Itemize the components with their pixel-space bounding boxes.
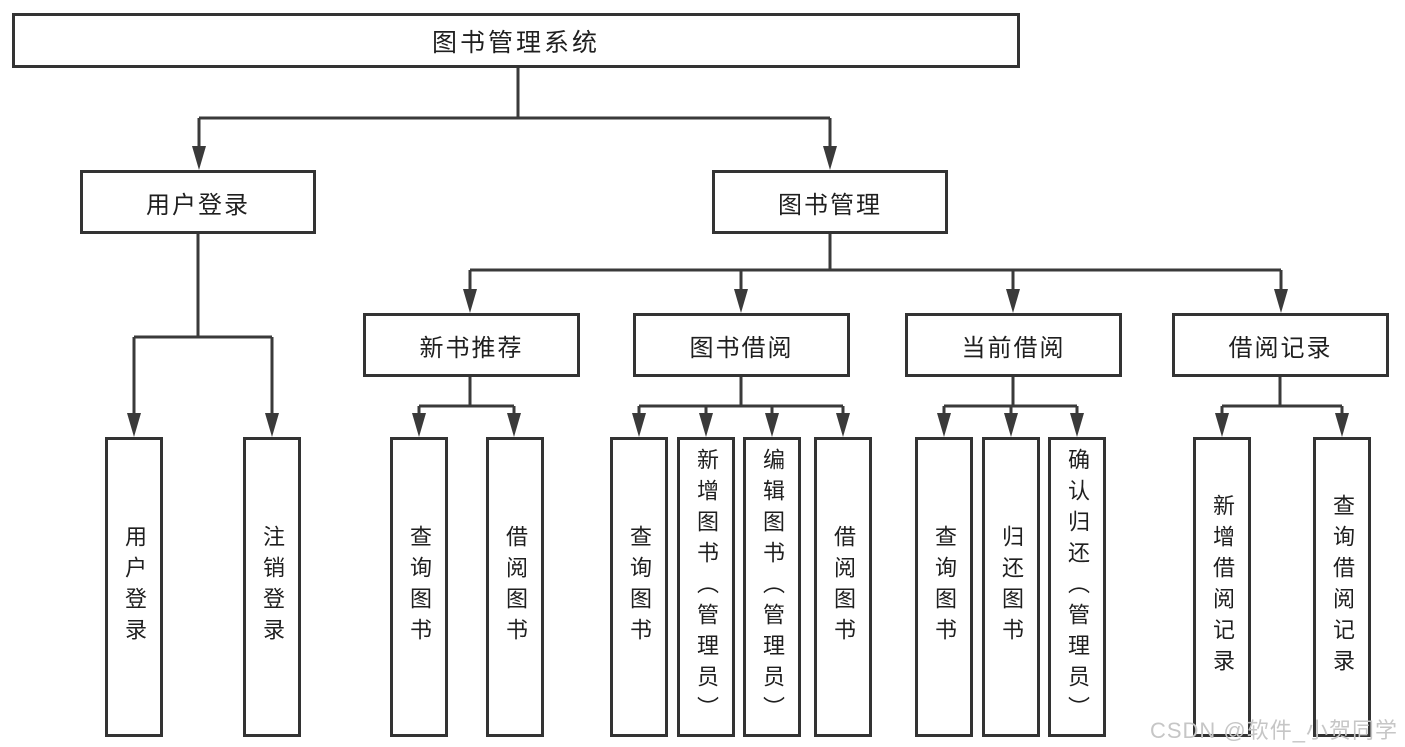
- node-leaf-confirm-return-admin: 确认归还（管理员）: [1048, 437, 1106, 737]
- connector-book-management-to-level2: [463, 234, 1288, 313]
- node-label: 查询借阅记录: [1330, 494, 1355, 680]
- node-label: 用户登录: [122, 525, 147, 649]
- node-book-borrow: 图书借阅: [633, 313, 850, 377]
- node-user-login: 用户登录: [80, 170, 316, 234]
- node-leaf-borrow-books-1: 借阅图书: [486, 437, 544, 737]
- node-leaf-edit-books-admin: 编辑图书（管理员）: [743, 437, 801, 737]
- node-new-book-recommend: 新书推荐: [363, 313, 580, 377]
- connector-root-to-level1: [192, 68, 837, 170]
- node-label: 查询图书: [932, 525, 957, 649]
- node-label: 借阅图书: [503, 525, 528, 649]
- node-label: 新增借阅记录: [1210, 494, 1235, 680]
- node-library-management-system: 图书管理系统: [12, 13, 1020, 68]
- node-label: 查询图书: [627, 525, 652, 649]
- node-label: 编辑图书（管理员）: [760, 447, 785, 727]
- node-leaf-user-login: 用户登录: [105, 437, 163, 737]
- connector-new-book-branch: [412, 377, 521, 437]
- connector-borrow-records-branch: [1215, 377, 1349, 437]
- node-label: 确认归还（管理员）: [1065, 447, 1090, 727]
- node-current-borrow: 当前借阅: [905, 313, 1122, 377]
- connector-user-login-branch: [127, 234, 279, 437]
- node-leaf-return-books: 归还图书: [982, 437, 1040, 737]
- node-leaf-borrow-books-2: 借阅图书: [814, 437, 872, 737]
- node-leaf-query-books-2: 查询图书: [610, 437, 668, 737]
- csdn-watermark: CSDN @软件_小贺同学: [1149, 718, 1398, 743]
- node-leaf-query-books-3: 查询图书: [915, 437, 973, 737]
- connector-book-borrow-branch: [632, 377, 850, 437]
- node-leaf-logout: 注销登录: [243, 437, 301, 737]
- node-book-management: 图书管理: [712, 170, 948, 234]
- node-leaf-add-books-admin: 新增图书（管理员）: [677, 437, 735, 737]
- node-label: 查询图书: [407, 525, 432, 649]
- node-label: 新增图书（管理员）: [694, 447, 719, 727]
- node-label: 借阅图书: [831, 525, 856, 649]
- connector-current-borrow-branch: [937, 377, 1084, 437]
- node-leaf-add-borrow-record: 新增借阅记录: [1193, 437, 1251, 737]
- node-borrow-records: 借阅记录: [1172, 313, 1389, 377]
- node-leaf-query-borrow-record: 查询借阅记录: [1313, 437, 1371, 737]
- node-label: 归还图书: [999, 525, 1024, 649]
- node-label: 注销登录: [260, 525, 285, 649]
- node-leaf-query-books-1: 查询图书: [390, 437, 448, 737]
